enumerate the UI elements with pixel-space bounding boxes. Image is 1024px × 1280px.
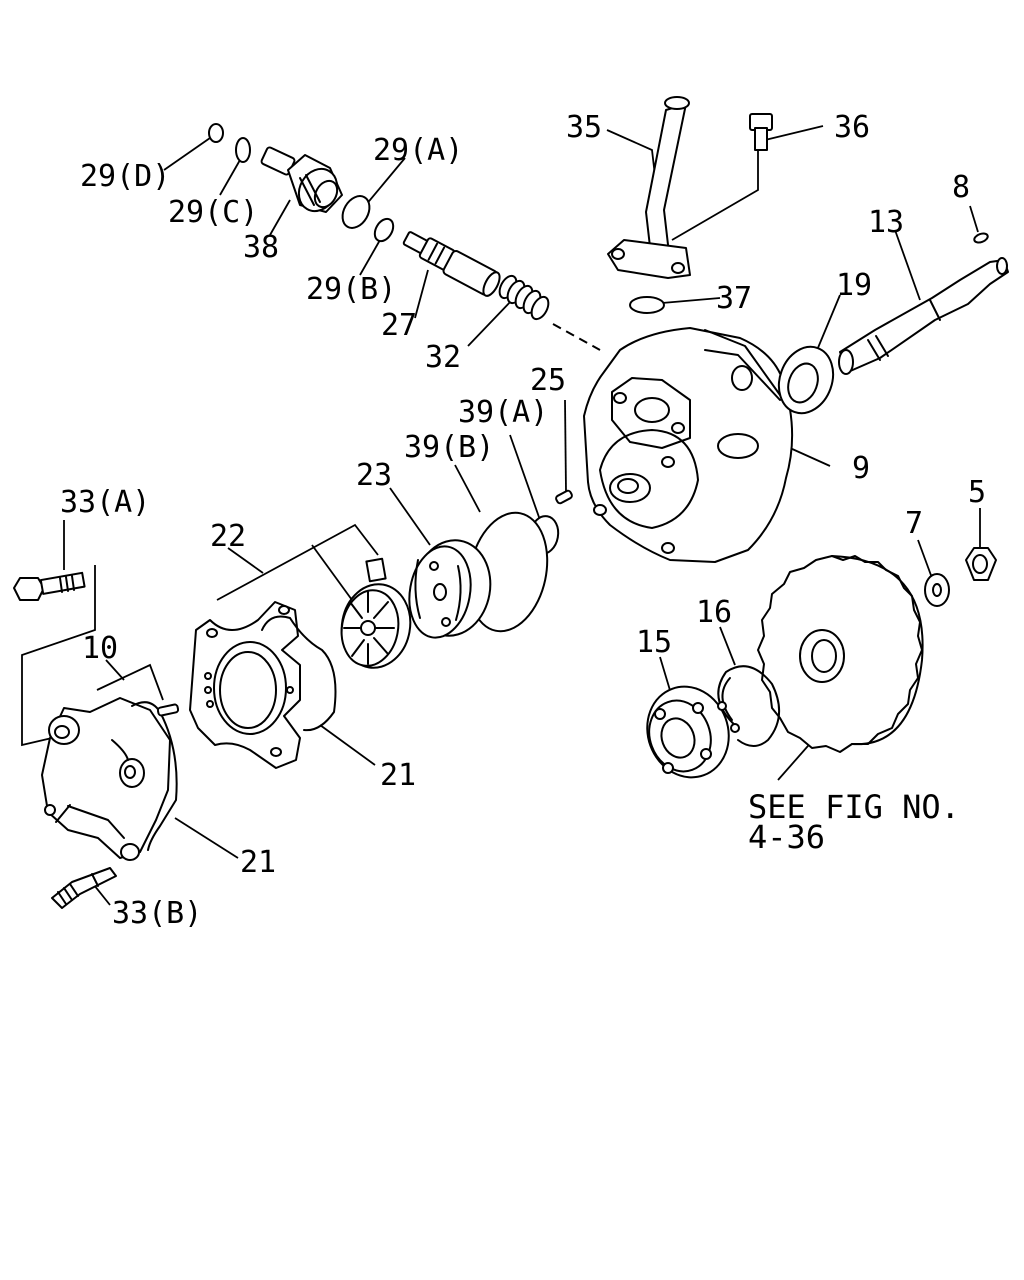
callout-16: 16 <box>696 595 732 630</box>
callout-10: 10 <box>82 631 118 666</box>
drive-gear <box>757 555 924 753</box>
assembly-axis-line <box>552 323 601 351</box>
callout-39b: 39(B) <box>404 430 494 465</box>
callout-labels: 29(D) 29(C) 29(A) 38 29(B) 27 32 35 36 3… <box>60 110 986 931</box>
callout-21-upper: 21 <box>380 758 416 793</box>
pin-25 <box>555 489 573 505</box>
callout-25: 25 <box>530 363 566 398</box>
key-8 <box>973 232 989 244</box>
bolt-33a <box>13 571 86 601</box>
see-figure-note-line2: 4-36 <box>748 818 825 856</box>
callout-23: 23 <box>356 458 392 493</box>
oil-seal-19 <box>777 345 835 415</box>
gasket-21-upper <box>261 615 337 732</box>
o-ring-29a <box>341 195 371 229</box>
callout-13: 13 <box>868 205 904 240</box>
callout-29d: 29(D) <box>80 159 170 194</box>
callout-36: 36 <box>834 110 870 145</box>
callout-7: 7 <box>905 506 923 541</box>
cover-10 <box>41 697 171 861</box>
callout-29b: 29(B) <box>306 272 396 307</box>
bearing-15 <box>646 685 730 779</box>
callout-19: 19 <box>836 268 872 303</box>
callout-27: 27 <box>381 308 417 343</box>
callout-29a: 29(A) <box>373 133 463 168</box>
washer-7-hole <box>932 583 942 597</box>
callout-5: 5 <box>968 475 986 510</box>
snap-ring-16 <box>717 665 780 747</box>
callout-33b: 33(B) <box>112 896 202 931</box>
spring-32 <box>498 274 550 321</box>
callout-8: 8 <box>952 170 970 205</box>
callout-38: 38 <box>243 230 279 265</box>
bolt-33b <box>51 867 117 909</box>
callout-33a: 33(A) <box>60 485 150 520</box>
connector-38 <box>260 146 343 213</box>
see-figure-note-line1: SEE FIG NO. <box>748 788 960 826</box>
callout-22: 22 <box>210 519 246 554</box>
rotor-22 <box>340 583 412 669</box>
callout-29c: 29(C) <box>168 195 258 230</box>
leader-lines <box>21 125 981 906</box>
callout-32: 32 <box>425 340 461 375</box>
nut-5 <box>965 547 997 581</box>
vane-22 <box>365 557 387 583</box>
side-plate-23 <box>408 539 492 639</box>
callout-21-lower: 21 <box>240 845 276 880</box>
cam-ring <box>189 601 301 769</box>
drive-shaft-13 <box>838 257 1009 375</box>
gasket-21-lower <box>131 701 178 851</box>
callout-9: 9 <box>852 451 870 486</box>
o-ring-29d <box>208 123 224 143</box>
gasket-37 <box>629 296 665 314</box>
bolt-36 <box>749 113 773 151</box>
callout-37: 37 <box>716 281 752 316</box>
o-ring-29b <box>373 217 395 243</box>
pin-10 <box>156 703 180 717</box>
oil-pipe-35 <box>607 96 691 279</box>
o-ring-29c <box>235 137 251 163</box>
callout-15: 15 <box>636 625 672 660</box>
relief-valve-27 <box>402 231 501 297</box>
callout-39a: 39(A) <box>458 395 548 430</box>
callout-35: 35 <box>566 110 602 145</box>
pump-body-9 <box>583 327 794 563</box>
